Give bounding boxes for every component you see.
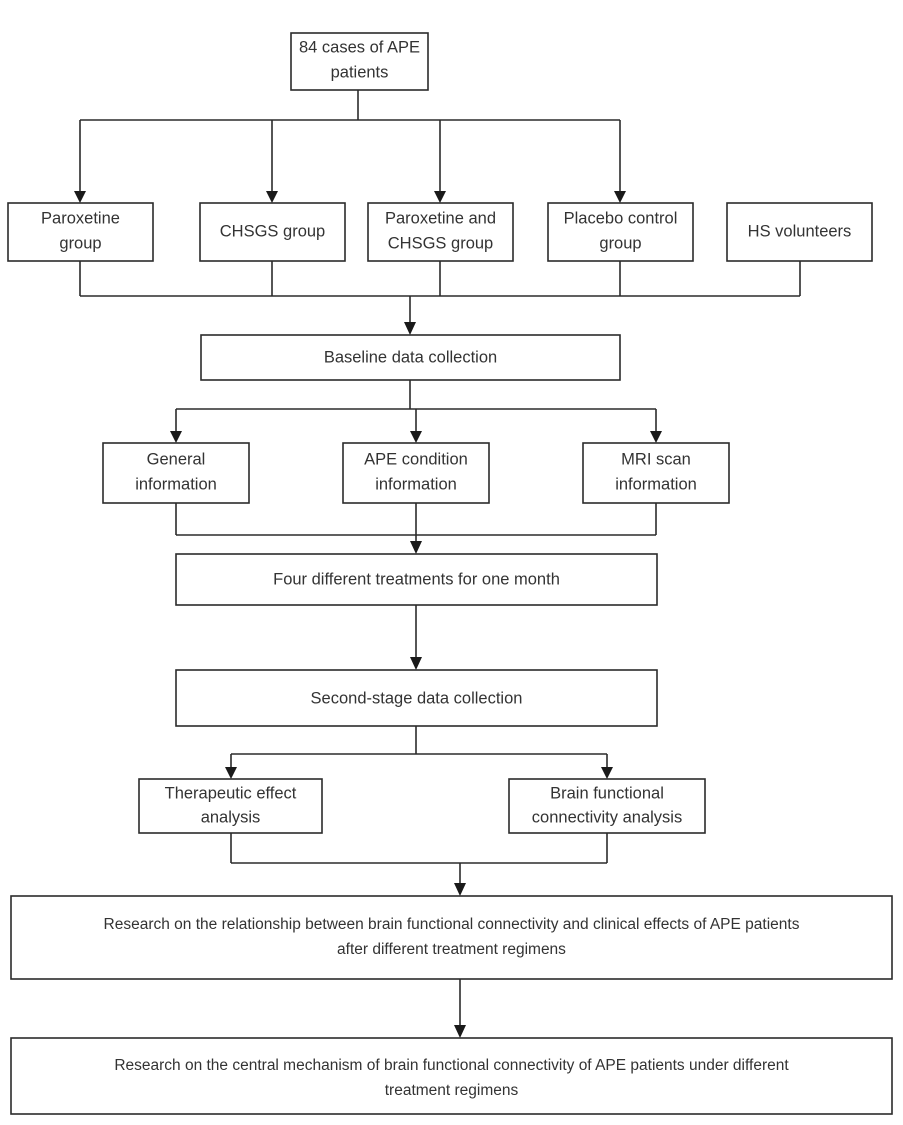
- arrowhead-baseline: [404, 322, 416, 335]
- node-chsgs-group-line1: CHSGS group: [220, 222, 325, 240]
- node-mri-scan-information-line1: MRI scan: [621, 450, 691, 468]
- node-baseline-line1: Baseline data collection: [324, 348, 497, 366]
- node-paroxetine-group[interactable]: Paroxetine group: [7, 202, 154, 262]
- node-outcome-2-rect: [10, 1037, 893, 1115]
- node-general-information-line2: information: [135, 475, 217, 493]
- node-second-stage-line1: Second-stage data collection: [311, 689, 523, 707]
- node-outcome-1-rect: [10, 895, 893, 980]
- arrowhead-ape-condition: [410, 431, 422, 443]
- arrowhead-brain-connectivity: [601, 767, 613, 779]
- node-baseline-rect: [200, 334, 621, 381]
- node-brain-functional-connectivity-analysis-line2: connectivity analysis: [532, 808, 682, 826]
- arrowhead-treatments: [410, 541, 422, 554]
- arrowhead-paroxetine-chsgs: [434, 191, 446, 203]
- arrowhead-outcome-2: [454, 1025, 466, 1038]
- arrowhead-paroxetine: [74, 191, 86, 203]
- arrowhead-placebo: [614, 191, 626, 203]
- node-paroxetine-group-line2: group: [59, 234, 101, 252]
- node-brain-functional-connectivity-analysis[interactable]: Brain functional connectivity analysis: [508, 778, 706, 834]
- node-source-line1: 84 cases of APE: [299, 38, 420, 56]
- node-mri-scan-information[interactable]: MRI scan information: [582, 442, 730, 504]
- arrowhead-mri: [650, 431, 662, 443]
- node-brain-functional-connectivity-analysis-line1: Brain functional: [550, 784, 664, 802]
- node-four-treatments[interactable]: Four different treatments for one month: [175, 553, 658, 606]
- node-source-line2: patients: [331, 63, 389, 81]
- node-general-information[interactable]: General information: [102, 442, 250, 504]
- node-placebo-control-group[interactable]: Placebo control group: [547, 202, 694, 262]
- node-outcome-relationship-research[interactable]: Research on the relationship between bra…: [10, 895, 893, 980]
- node-mri-scan-information-line2: information: [615, 475, 697, 493]
- node-second-stage-rect: [175, 669, 658, 727]
- node-hs-volunteers-line1: HS volunteers: [748, 222, 852, 240]
- arrowhead-outcome-1: [454, 883, 466, 896]
- arrowhead-general: [170, 431, 182, 443]
- node-paroxetine-chsgs-group-line1: Paroxetine and: [385, 209, 496, 227]
- node-mri-scan-information-rect: [582, 442, 730, 504]
- node-baseline-data-collection[interactable]: Baseline data collection: [200, 334, 621, 381]
- node-outcome-2-line1: Research on the central mechanism of bra…: [114, 1057, 789, 1074]
- node-outcome-central-mechanism-research[interactable]: Research on the central mechanism of bra…: [10, 1037, 893, 1115]
- node-outcome-2-line2: treatment regimens: [385, 1082, 519, 1099]
- node-four-treatments-line1: Four different treatments for one month: [273, 570, 560, 588]
- node-source-rect: [290, 32, 429, 91]
- node-general-information-line1: General: [147, 450, 206, 468]
- node-therapeutic-effect-analysis-rect: [138, 778, 323, 834]
- node-ape-condition-information-line2: information: [375, 475, 457, 493]
- node-paroxetine-chsgs-group-line2: CHSGS group: [388, 234, 493, 252]
- node-paroxetine-group-rect: [7, 202, 154, 262]
- arrowhead-second-stage: [410, 657, 422, 670]
- node-chsgs-group-rect: [199, 202, 346, 262]
- node-paroxetine-chsgs-group[interactable]: Paroxetine and CHSGS group: [367, 202, 514, 262]
- node-brain-functional-connectivity-analysis-rect: [508, 778, 706, 834]
- node-chsgs-group[interactable]: CHSGS group: [199, 202, 346, 262]
- node-therapeutic-effect-analysis[interactable]: Therapeutic effect analysis: [138, 778, 323, 834]
- node-placebo-control-group-line2: group: [599, 234, 641, 252]
- node-therapeutic-effect-analysis-line1: Therapeutic effect: [165, 784, 297, 802]
- node-outcome-1-line2: after different treatment regimens: [337, 941, 566, 958]
- node-hs-volunteers-rect: [726, 202, 873, 262]
- arrowhead-therapeutic: [225, 767, 237, 779]
- node-placebo-control-group-line1: Placebo control: [564, 209, 678, 227]
- node-paroxetine-group-line1: Paroxetine: [41, 209, 120, 227]
- node-source[interactable]: 84 cases of APE patients: [290, 32, 429, 91]
- node-outcome-1-line1: Research on the relationship between bra…: [104, 916, 800, 933]
- node-therapeutic-effect-analysis-line2: analysis: [201, 808, 261, 826]
- node-ape-condition-information[interactable]: APE condition information: [342, 442, 490, 504]
- node-paroxetine-chsgs-group-rect: [367, 202, 514, 262]
- node-hs-volunteers[interactable]: HS volunteers: [726, 202, 873, 262]
- arrowhead-chsgs: [266, 191, 278, 203]
- node-general-information-rect: [102, 442, 250, 504]
- node-four-treatments-rect: [175, 553, 658, 606]
- node-ape-condition-information-line1: APE condition: [364, 450, 468, 468]
- connector-group: [74, 90, 801, 1038]
- node-second-stage-data-collection[interactable]: Second-stage data collection: [175, 669, 658, 727]
- node-placebo-control-group-rect: [547, 202, 694, 262]
- node-ape-condition-information-rect: [342, 442, 490, 504]
